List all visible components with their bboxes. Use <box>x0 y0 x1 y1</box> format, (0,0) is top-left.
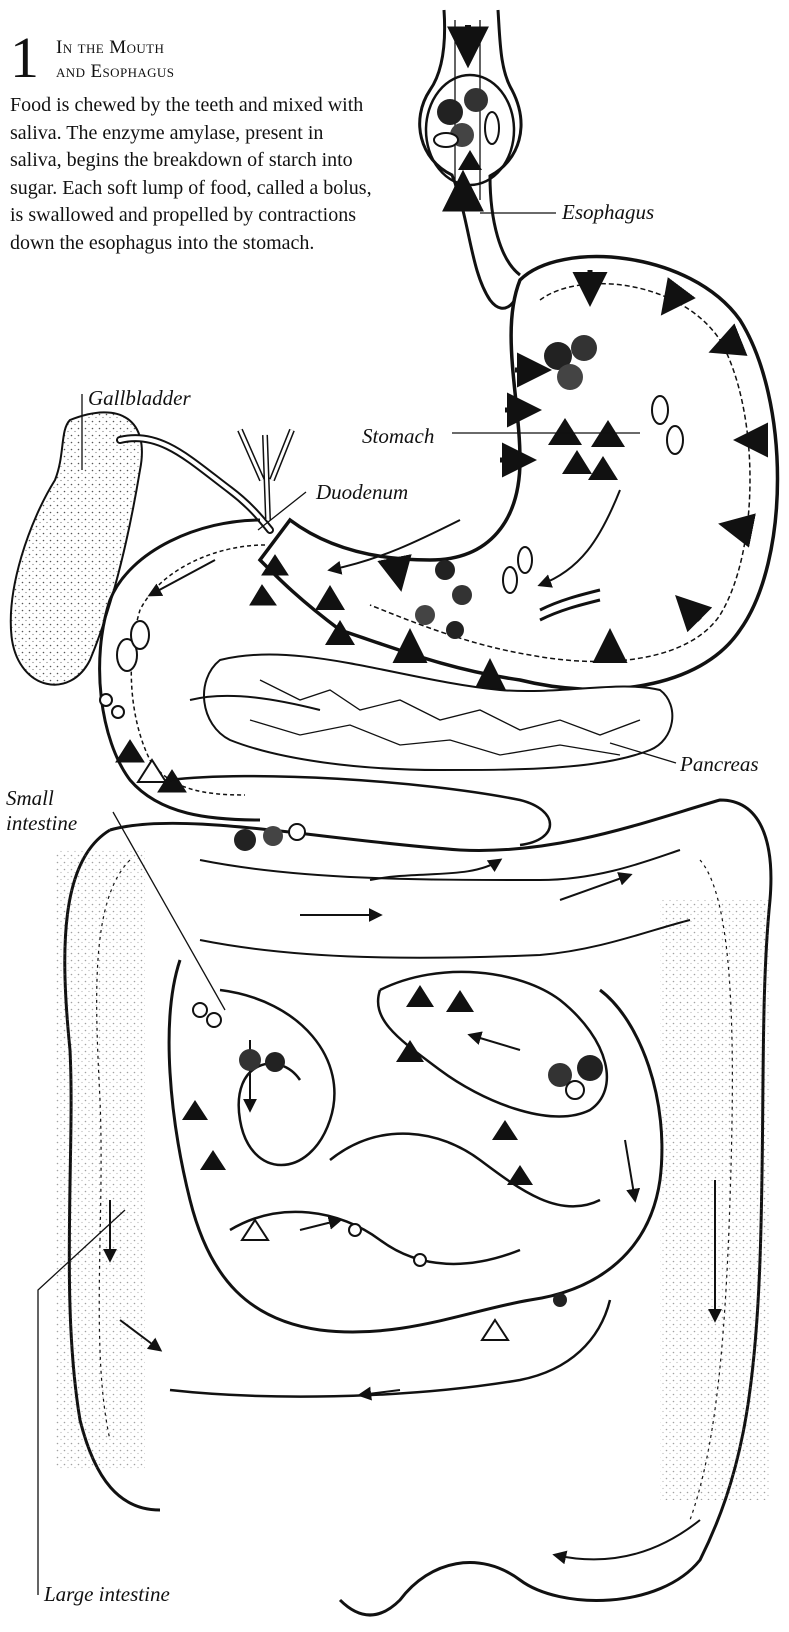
pancreas-label: Pancreas <box>680 752 759 776</box>
small-intestine-label-line-2: intestine <box>6 811 77 836</box>
esophagus-down-arrow <box>463 25 468 210</box>
small-intestine-contents <box>182 824 603 1340</box>
gallbladder-organ <box>11 412 292 684</box>
esophagus-label: Esophagus <box>562 200 654 224</box>
step-heading: In the Mouth and Esophagus <box>56 36 174 84</box>
stomach-label: Stomach <box>362 424 434 448</box>
small-intestine-organ <box>169 776 662 1396</box>
gallbladder-label: Gallbladder <box>88 386 191 410</box>
large-intestine-organ <box>55 800 771 1615</box>
small-intestine-label: Small intestine <box>6 786 77 836</box>
step-heading-line-1: In the Mouth <box>56 36 174 60</box>
duodenum-label: Duodenum <box>316 480 408 504</box>
step-description: Food is chewed by the teeth and mixed wi… <box>10 92 378 257</box>
small-intestine-label-line-1: Small <box>6 786 77 811</box>
large-intestine-label: Large intestine <box>44 1582 170 1606</box>
bolus <box>426 75 514 185</box>
step-number: 1 <box>10 32 39 84</box>
step-heading-line-2: and Esophagus <box>56 60 174 84</box>
